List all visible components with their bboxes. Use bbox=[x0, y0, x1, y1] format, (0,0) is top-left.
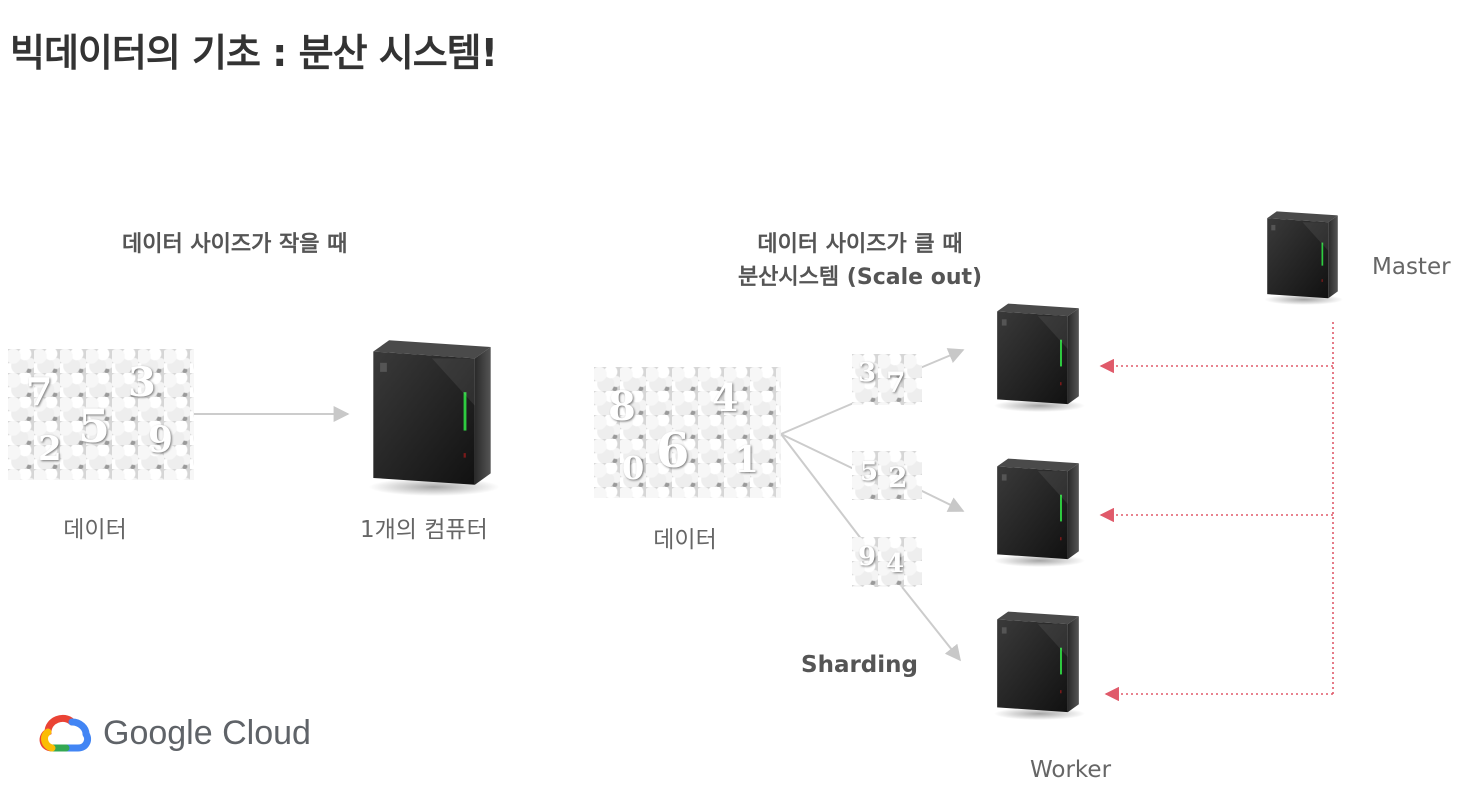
shard-1: 3 7 bbox=[852, 354, 922, 405]
master-label: Master bbox=[1372, 254, 1451, 280]
google-cloud-icon bbox=[38, 712, 94, 754]
small-data-label: 데이터 bbox=[63, 517, 127, 543]
small-data-image: 7 5 3 9 2 bbox=[8, 349, 194, 480]
worker-label: Worker bbox=[1030, 757, 1112, 783]
worker-server-3 bbox=[983, 610, 1093, 720]
arrow-data-to-shard-1 bbox=[780, 401, 857, 435]
shard-3: 9 4 bbox=[852, 537, 922, 587]
google-cloud-wordmark: Google Cloud bbox=[103, 714, 311, 752]
big-data-heading-line2: 분산시스템 (Scale out) bbox=[737, 265, 983, 290]
big-data-label: 데이터 bbox=[653, 527, 717, 553]
single-computer-server bbox=[352, 338, 512, 496]
worker-server-2 bbox=[983, 457, 1093, 567]
page-title: 빅데이터의 기초 : 분산 시스템! bbox=[10, 31, 498, 75]
arrow-data-to-shard-2 bbox=[780, 433, 857, 471]
shard-2: 5 2 bbox=[852, 451, 922, 500]
big-data-heading-line1: 데이터 사이즈가 클 때 bbox=[757, 232, 963, 257]
big-data-image: 8 6 4 1 0 bbox=[594, 367, 781, 498]
master-dotted-links bbox=[1099, 322, 1334, 702]
arrow-shard2-to-worker2 bbox=[919, 489, 965, 512]
arrow-shard1-to-worker1 bbox=[919, 348, 965, 369]
small-data-heading: 데이터 사이즈가 작을 때 bbox=[122, 232, 348, 257]
worker-server-1 bbox=[983, 302, 1093, 412]
master-server bbox=[1255, 210, 1350, 305]
arrow-data-to-shard-3 bbox=[780, 433, 863, 541]
sharding-label: Sharding bbox=[801, 652, 918, 678]
single-computer-label: 1개의 컴퓨터 bbox=[360, 517, 488, 543]
arrow-shard3-to-worker3 bbox=[901, 586, 961, 662]
